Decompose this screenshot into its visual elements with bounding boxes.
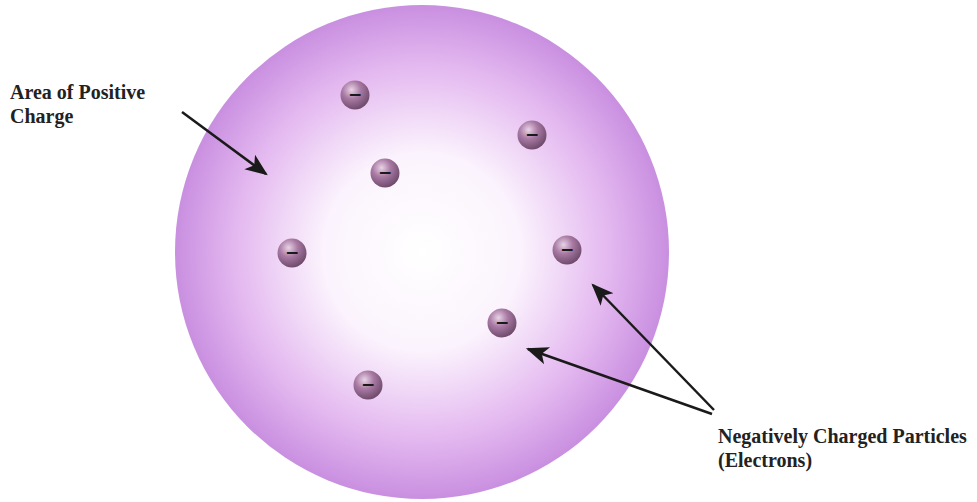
charge-sign: − bbox=[552, 235, 582, 263]
electron: − bbox=[277, 238, 307, 268]
charge-sign: − bbox=[277, 238, 307, 266]
charge-sign: − bbox=[370, 158, 400, 186]
callout-label: Negatively Charged Particles (Electrons) bbox=[718, 424, 968, 472]
electron: − bbox=[340, 80, 370, 110]
charge-sign: − bbox=[340, 80, 370, 108]
callout-label: Area of Positive Charge bbox=[10, 80, 210, 128]
charge-sign: − bbox=[353, 370, 383, 398]
electron: − bbox=[487, 308, 517, 338]
leader-line bbox=[528, 349, 712, 414]
electron: − bbox=[552, 235, 582, 265]
electron: − bbox=[370, 158, 400, 188]
positive-sphere bbox=[175, 5, 669, 499]
charge-sign: − bbox=[487, 308, 517, 336]
leader-line bbox=[182, 112, 266, 174]
electron: − bbox=[517, 120, 547, 150]
electron: − bbox=[353, 370, 383, 400]
charge-sign: − bbox=[517, 120, 547, 148]
leader-line bbox=[593, 285, 714, 410]
